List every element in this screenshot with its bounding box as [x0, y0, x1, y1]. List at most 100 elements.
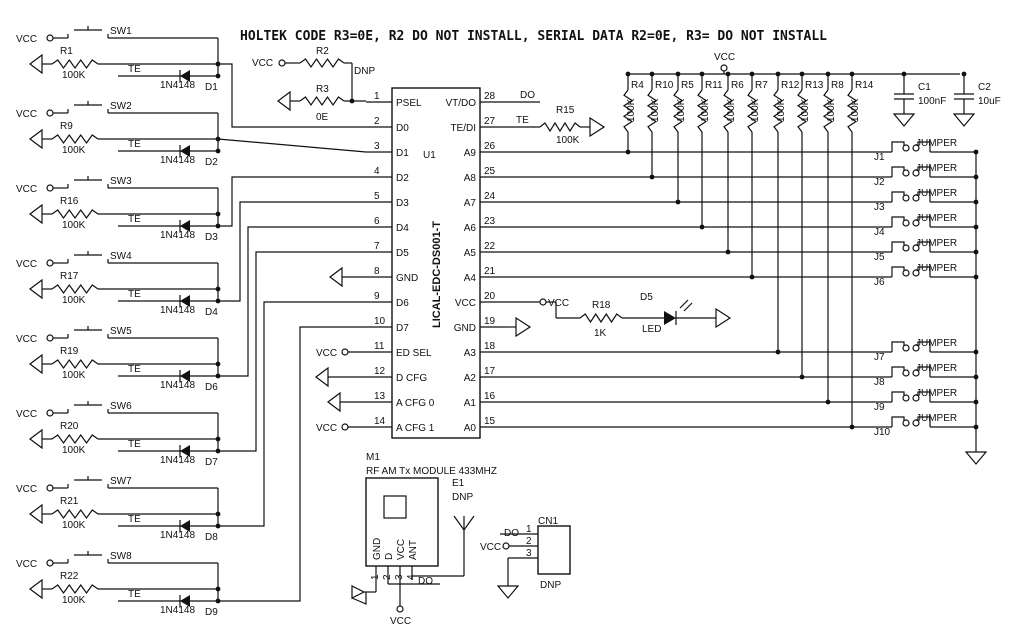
diode-symbol [180, 295, 190, 307]
pin-name: TE/DI [450, 123, 476, 134]
capacitor-value: 100nF [918, 96, 946, 107]
ground-symbol-right [715, 307, 732, 329]
diode-symbol [180, 70, 190, 82]
terminal-circle [720, 64, 728, 72]
m1-description: RF AM Tx MODULE 433MHZ [366, 466, 497, 477]
pulldown-resistor [51, 358, 99, 370]
jumper-pin [917, 166, 931, 177]
junction-dot [215, 286, 221, 292]
jumper-pin [917, 416, 931, 427]
jumper-label: JUMPER [916, 338, 957, 349]
capacitor-ref: C2 [978, 82, 991, 93]
terminal-circle [902, 419, 910, 427]
ground-symbol-left [29, 278, 43, 300]
vcc-label: VCC [252, 58, 273, 69]
pin-name: D5 [396, 248, 409, 259]
pin-name: GND [396, 273, 418, 284]
pin-number: 2 [374, 116, 380, 127]
led-light-arrows [679, 299, 693, 312]
ground-symbol-right [515, 316, 532, 338]
resistor-value: 100K [62, 145, 86, 156]
pin-number: 21 [484, 266, 496, 277]
bus-wire-d2 [218, 176, 366, 227]
chip-part-number: LICAL-EDC-DS001-T [431, 221, 443, 328]
pullup-value: 100K [650, 98, 661, 122]
pullup-resistor [622, 89, 634, 133]
junction-dot [215, 361, 221, 367]
resistor-ref: R9 [60, 121, 73, 132]
ground-symbol-left [29, 203, 43, 225]
pullup-value: 100K [800, 98, 811, 122]
resistor-ref: R19 [60, 346, 79, 357]
e1-ref: E1 [452, 478, 465, 489]
switch-ref: SW7 [110, 476, 132, 487]
pulldown-resistor [51, 283, 99, 295]
pin-number: 9 [374, 291, 380, 302]
pullup-ref: R6 [731, 80, 744, 91]
r2-resistor [299, 57, 345, 69]
pin-number: 8 [374, 266, 380, 277]
bus-wire-d4 [218, 226, 366, 377]
pin-number: 25 [484, 166, 496, 177]
jumper-label: JUMPER [916, 188, 957, 199]
te-net-label: TE [128, 289, 141, 300]
terminal-circle [46, 184, 54, 192]
data-bus-wires [217, 63, 367, 602]
pullup-ref: R14 [855, 80, 874, 91]
vcc-label: VCC [16, 334, 37, 345]
pin-number: 26 [484, 141, 496, 152]
diode-value: 1N4148 [160, 380, 195, 391]
jumper-label: JUMPER [916, 213, 957, 224]
pullup-resistor [696, 89, 708, 133]
pin-name: ED SEL [396, 348, 432, 359]
jumper-pin [891, 266, 905, 277]
jumper-pin [917, 266, 931, 277]
pin-number: 6 [374, 216, 380, 227]
vcc-label: VCC [16, 484, 37, 495]
junction-dot [215, 436, 221, 442]
terminal-circle [902, 394, 910, 402]
pin-name: A7 [464, 198, 477, 209]
ground-symbol-left [29, 53, 43, 75]
pulldown-resistor [51, 133, 99, 145]
pin-number: 20 [484, 291, 496, 302]
pullup-ref: R7 [755, 80, 768, 91]
terminal-circle [912, 169, 920, 177]
vcc-label: VCC [390, 616, 411, 627]
pin-name: D1 [396, 148, 409, 159]
r3-ref: R3 [316, 84, 329, 95]
diode-ref: D7 [205, 457, 218, 468]
ground-symbol-left [29, 428, 43, 450]
jumper-pin [917, 391, 931, 402]
jumper-pin [891, 391, 905, 402]
terminal-circle [278, 59, 286, 67]
te-net-label: TE [128, 439, 141, 450]
switch-ref: SW2 [110, 101, 132, 112]
ground-symbol-left [277, 90, 291, 112]
terminal-circle [912, 144, 920, 152]
m1-ref: M1 [366, 452, 380, 463]
diode-value: 1N4148 [160, 305, 195, 316]
junction-dot [215, 511, 221, 517]
diode-symbol [180, 370, 190, 382]
terminal-circle [912, 194, 920, 202]
vcc-label: VCC [480, 542, 501, 553]
te-net-label: TE [128, 64, 141, 75]
te-net-label: TE [128, 139, 141, 150]
vcc-label: VCC [16, 184, 37, 195]
resistor-ref: R22 [60, 571, 79, 582]
r2-dnp-note: DNP [354, 66, 375, 77]
diode-ref: D4 [205, 307, 218, 318]
pullup-resistor [672, 89, 684, 133]
diode-ref: D8 [205, 532, 218, 543]
module-pin-name: ANT [408, 540, 419, 560]
te-net-label: TE [128, 589, 141, 600]
diode-value: 1N4148 [160, 80, 195, 91]
jumper-pin [917, 141, 931, 152]
jumper-label: JUMPER [916, 388, 957, 399]
pin-name: D CFG [396, 373, 427, 384]
pin-number: 1 [374, 91, 380, 102]
r3-resistor [299, 95, 345, 107]
